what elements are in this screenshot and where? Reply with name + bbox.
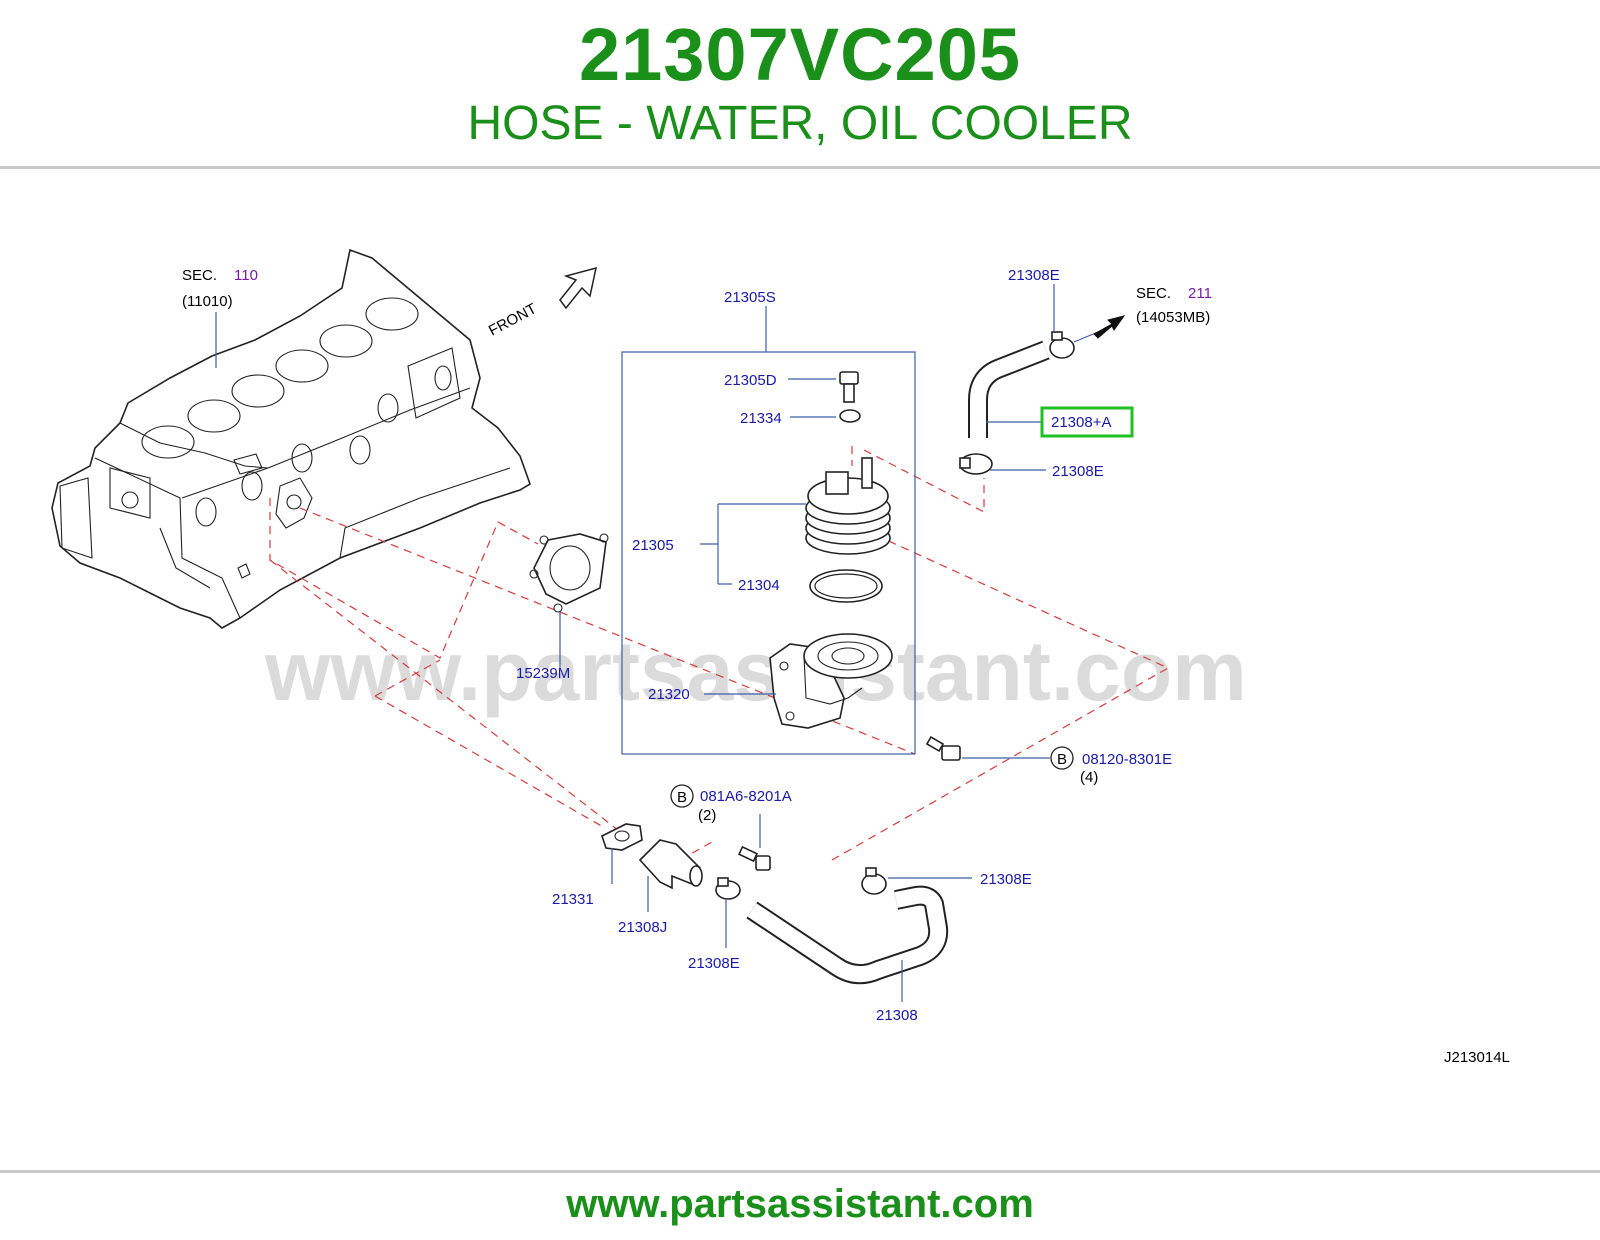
clamp-21308E-right	[861, 867, 887, 895]
washer-21334	[839, 409, 861, 423]
sec-number-link-211[interactable]: 211	[1188, 285, 1212, 302]
sec-label: SEC.	[182, 267, 217, 284]
part-label-21320[interactable]: 21320	[648, 686, 690, 703]
watermark-text: www.partsassistant.com	[264, 624, 1247, 718]
part-label-21305S[interactable]: 21305S	[724, 289, 776, 306]
oil-cooler-21305	[805, 457, 891, 555]
footer-divider	[0, 1170, 1600, 1173]
part-label-21308E-mid[interactable]: 21308E	[1052, 463, 1104, 480]
part-label-15239M[interactable]: 15239M	[516, 665, 570, 682]
clamp-21308E-low	[715, 877, 741, 900]
callout-b-circle	[1050, 746, 1074, 770]
part-number-title: 21307VC205	[578, 13, 1022, 96]
parts-diagram: www.partsassistant.com SEC. 110 (11	[51, 248, 1510, 1066]
sec-label-211: SEC.	[1136, 285, 1171, 302]
sec-ref: (11010)	[182, 293, 233, 310]
part-label-21305D[interactable]: 21305D	[724, 372, 777, 389]
callout-b-letter-2: B	[677, 789, 687, 806]
sec211-arrow-icon	[1093, 315, 1126, 339]
bolt-08120-8301E	[925, 735, 961, 761]
part-label-21304[interactable]: 21304	[738, 577, 780, 594]
housing-21320	[769, 633, 893, 729]
part-label-21308J[interactable]: 21308J	[618, 919, 667, 936]
clamp-21308E-top	[1049, 331, 1075, 359]
diagram-code: J213014L	[1444, 1049, 1510, 1066]
o-ring-21304	[809, 569, 883, 603]
footer-url-link[interactable]: www.partsassistant.com	[566, 1182, 1034, 1226]
quantity-4: (4)	[1080, 769, 1098, 786]
gasket-15239M	[529, 533, 609, 613]
front-label: FRONT	[486, 300, 540, 339]
sec-ref-211: (14053MB)	[1136, 309, 1210, 326]
pipe-21308J	[638, 839, 703, 890]
part-label-21308[interactable]: 21308	[876, 1007, 918, 1024]
header-divider	[0, 166, 1600, 169]
part-label-21308A[interactable]: 21308+A	[1051, 414, 1111, 431]
part-label-21305[interactable]: 21305	[632, 537, 674, 554]
part-label-21308E-top[interactable]: 21308E	[1008, 267, 1060, 284]
clamp-21308E-mid	[959, 453, 993, 475]
part-name-subtitle: HOSE - WATER, OIL COOLER	[467, 97, 1133, 150]
part-label-08120-8301E[interactable]: 08120-8301E	[1082, 751, 1172, 768]
part-label-21308E-right[interactable]: 21308E	[980, 871, 1032, 888]
assembly-21305S-box	[621, 351, 916, 755]
part-label-21308E-low[interactable]: 21308E	[688, 955, 740, 972]
hose-21308A	[968, 340, 1050, 438]
highlight-box	[1040, 406, 1134, 438]
gasket-21331	[601, 823, 643, 851]
callout-b-circle-2	[670, 784, 694, 808]
engine-block	[51, 248, 531, 629]
quantity-2: (2)	[698, 807, 716, 824]
front-arrow-icon	[559, 266, 597, 310]
hose-21308	[746, 885, 949, 985]
part-label-081A6-8201A[interactable]: 081A6-8201A	[700, 788, 792, 805]
callout-b-letter: B	[1057, 751, 1067, 768]
part-label-21334[interactable]: 21334	[740, 410, 782, 427]
part-label-21331[interactable]: 21331	[552, 891, 594, 908]
sec-number-link[interactable]: 110	[234, 267, 258, 284]
bolt-081A6-8201A	[737, 845, 771, 871]
bolt-21305D	[839, 371, 859, 403]
